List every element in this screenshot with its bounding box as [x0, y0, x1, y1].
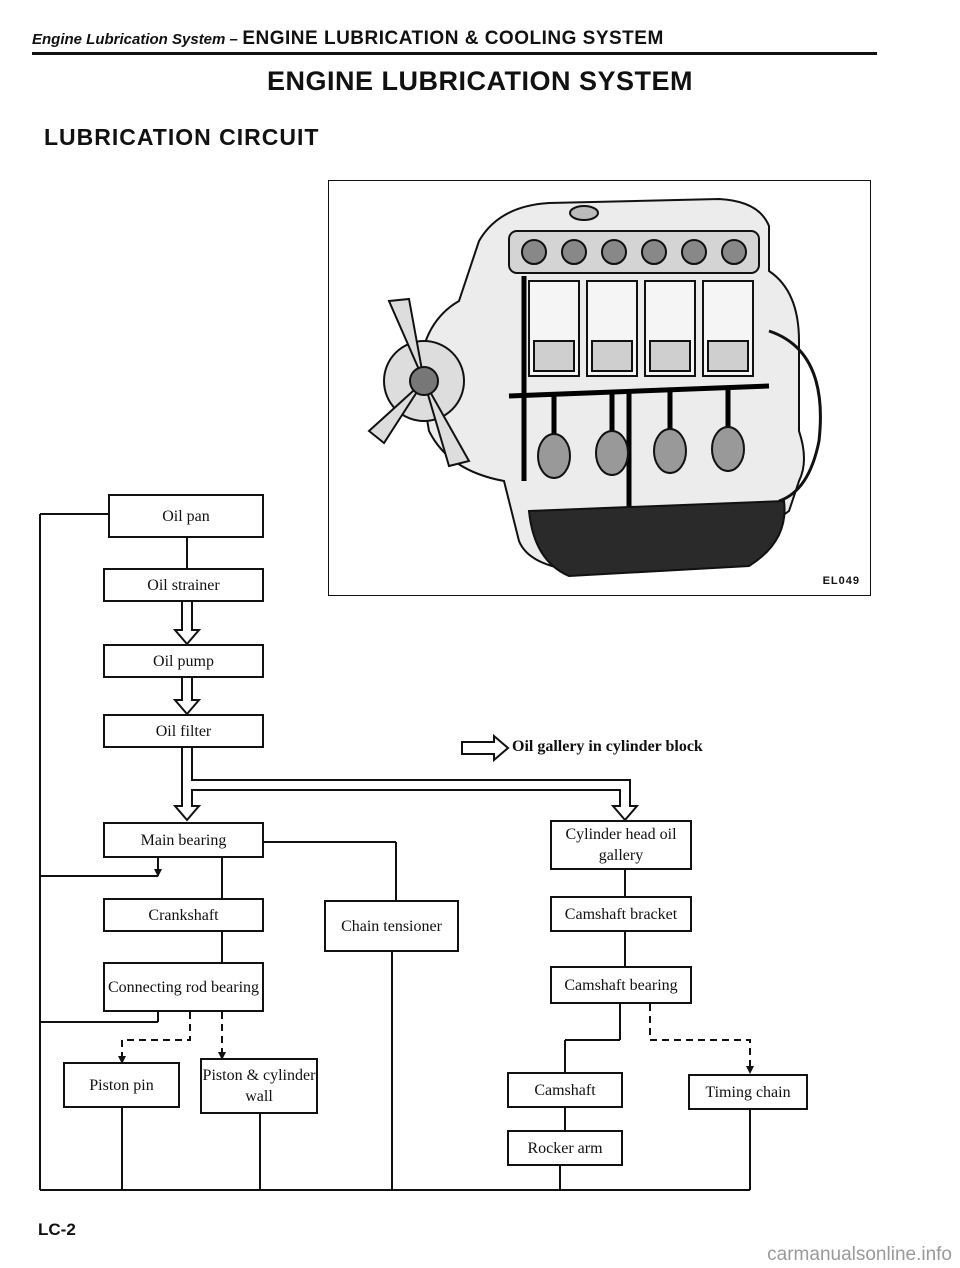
header-section: Engine Lubrication System –: [32, 31, 238, 48]
piston-pin-box: Piston pin: [63, 1062, 180, 1108]
main-bearing-box: Main bearing: [103, 822, 264, 858]
oil-filter-box: Oil filter: [103, 714, 264, 748]
cylinder-head-oil-gallery-box: Cylinder head oil gallery: [550, 820, 692, 870]
crankshaft-box: Crankshaft: [103, 898, 264, 932]
rocker-arm-box: Rocker arm: [507, 1130, 623, 1166]
page-title: ENGINE LUBRICATION SYSTEM: [266, 66, 694, 96]
camshaft-box: Camshaft: [507, 1072, 623, 1108]
figure-code: EL049: [822, 575, 860, 587]
camshaft-bearing-box: Camshaft bearing: [550, 966, 692, 1004]
camshaft-bracket-box: Camshaft bracket: [550, 896, 692, 932]
oil-pump-box: Oil pump: [103, 644, 264, 678]
timing-chain-box: Timing chain: [688, 1074, 808, 1110]
watermark: carmanualsonline.info: [767, 1244, 952, 1265]
running-header: Engine Lubrication System – ENGINE LUBRI…: [32, 28, 664, 50]
header-rule: [32, 52, 877, 55]
page-number: LC-2: [38, 1220, 76, 1239]
header-chapter: ENGINE LUBRICATION & COOLING SYSTEM: [242, 28, 664, 49]
engine-cutaway-figure: EL049: [328, 180, 871, 596]
legend-label: Oil gallery in cylinder block: [512, 738, 703, 755]
connecting-rod-bearing-box: Connecting rod bearing: [103, 962, 264, 1012]
oil-strainer-box: Oil strainer: [103, 568, 264, 602]
oil-pan-box: Oil pan: [108, 494, 264, 538]
section-title: LUBRICATION CIRCUIT: [44, 124, 320, 150]
chain-tensioner-box: Chain tensioner: [324, 900, 459, 952]
piston-cylinder-wall-box: Piston & cylinder wall: [200, 1058, 318, 1114]
engine-illustration: [367, 197, 822, 578]
